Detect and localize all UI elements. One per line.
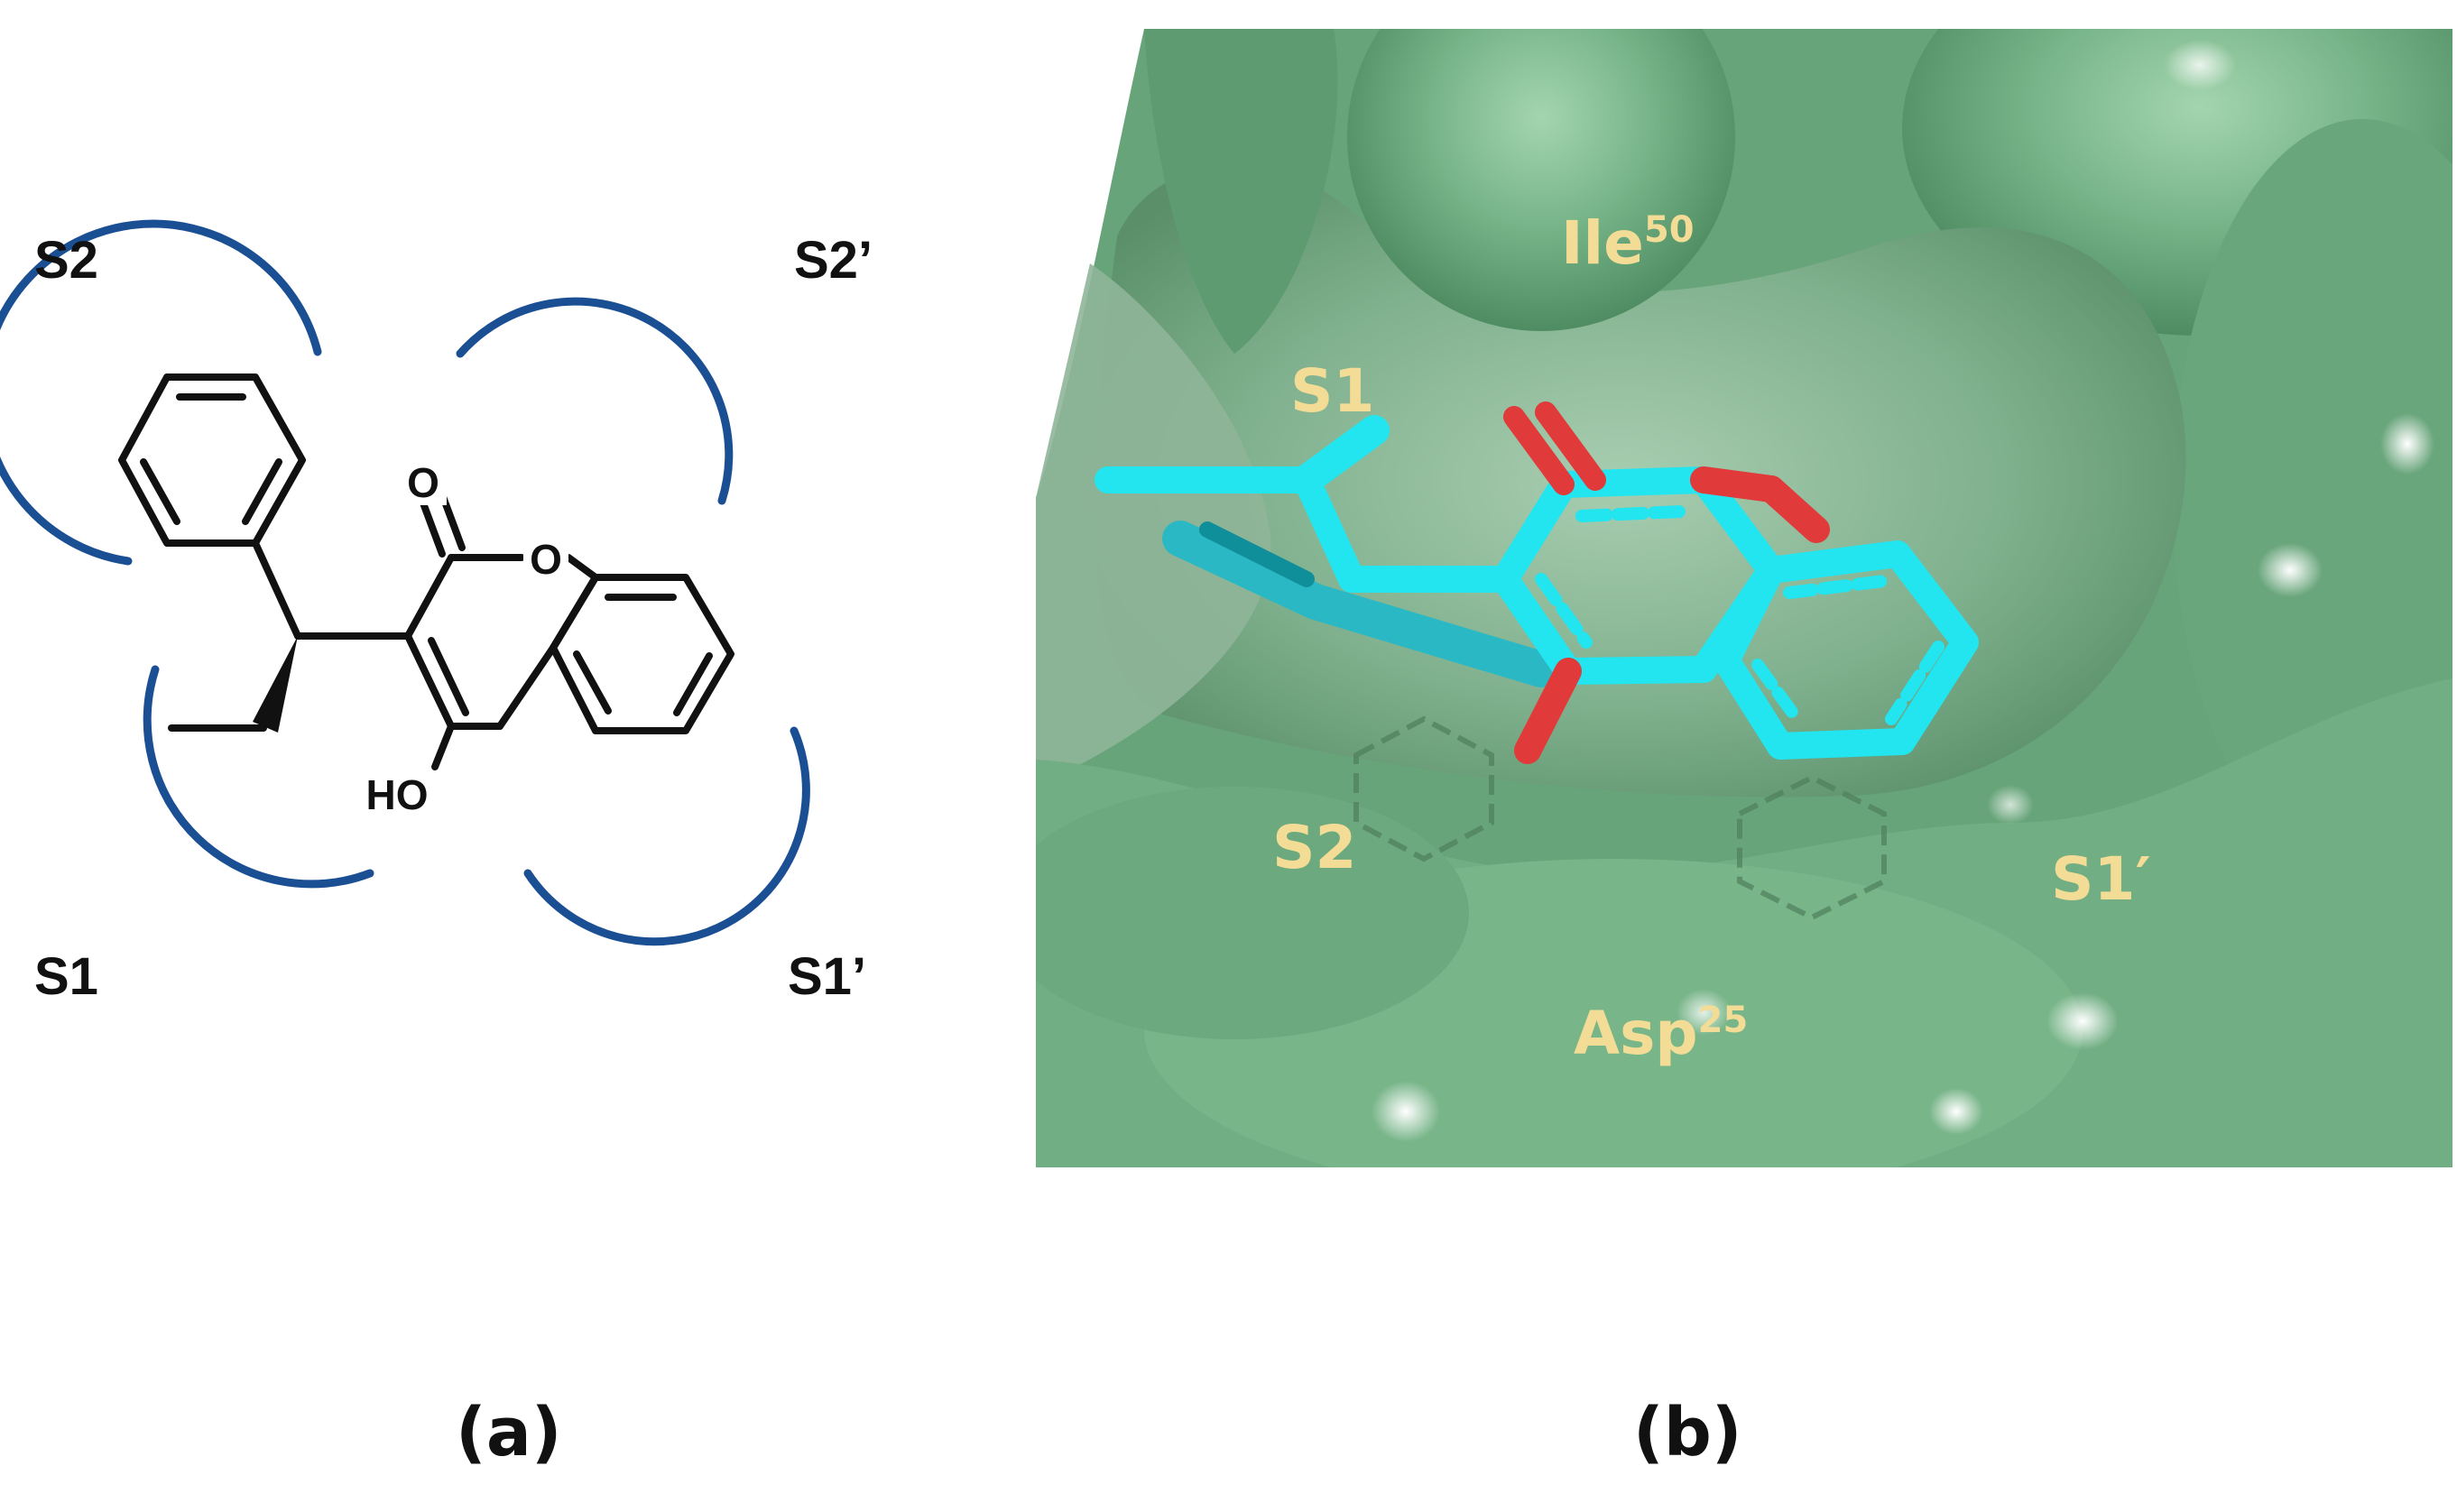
caption-a: (a) (456, 1394, 562, 1471)
molecule-bonds (118, 373, 734, 770)
carbonyl-oxygen-label: O (407, 459, 439, 506)
hydroxyl-label: HO (366, 771, 429, 818)
s2-label: S2 (34, 231, 98, 290)
panel-a-structure: O O HO S2 S2’ S1 S1’ (0, 219, 873, 1006)
ile50-bulge (1347, 29, 1735, 331)
s2-site-label: S2 (1272, 813, 1356, 882)
s1-arc (143, 665, 374, 889)
s1prime-label: S1’ (788, 947, 866, 1006)
ligand-sticks (1095, 401, 1979, 764)
ring-oxygen-label: O (530, 536, 562, 583)
s2prime-label: S2’ (794, 231, 873, 290)
s1prime-arc (523, 726, 810, 946)
s1-label: S1 (34, 947, 98, 1006)
asp25-label: Asp25 (1574, 999, 1748, 1068)
s2prime-arc (456, 297, 734, 505)
panel-b-binding-pocket: Ile50 S1 S2 S1′ Asp25 (1036, 29, 2452, 1167)
s2-arc (0, 219, 322, 566)
s1prime-site-label: S1′ (2051, 844, 2151, 914)
wedge-bond (253, 636, 298, 733)
s1-site-label: S1 (1290, 356, 1374, 426)
caption-b: (b) (1633, 1394, 1742, 1471)
ile50-label: Ile50 (1561, 208, 1695, 278)
